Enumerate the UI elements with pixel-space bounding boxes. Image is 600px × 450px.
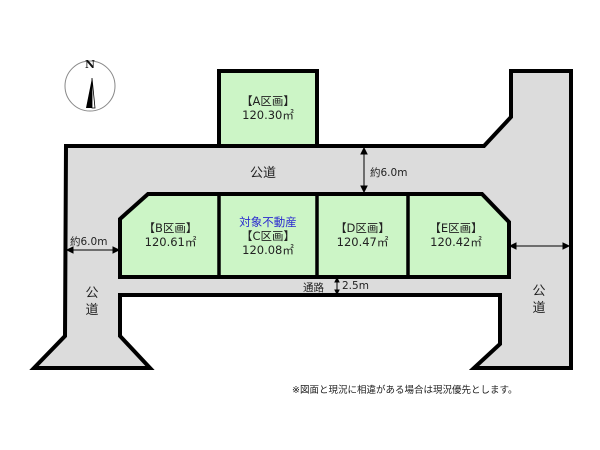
lot-area: 120.08㎡ <box>242 243 294 257</box>
lot-a-shape[interactable] <box>217 69 319 148</box>
top-road-label: 公道 <box>249 166 276 181</box>
passage-label: 通路 <box>303 282 324 294</box>
lot-area: 120.47㎡ <box>336 235 389 249</box>
lot-area: 120.30㎡ <box>242 108 294 122</box>
left-road-width-arrow <box>65 246 121 254</box>
lot-area: 120.42㎡ <box>430 235 482 249</box>
lot-area: 120.61㎡ <box>144 235 197 249</box>
lot-c-label[interactable]: 対象不動産 【C区画】 120.08㎡ <box>219 215 317 257</box>
lot-title: 【D区画】 <box>335 221 390 235</box>
left-road-label: 公道 <box>85 286 99 318</box>
top-road-width-label: 約6.0m <box>370 167 408 179</box>
passage-width-arrow <box>334 276 340 296</box>
north-arrow-icon <box>64 60 116 112</box>
left-road-width-label: 約6.0m <box>70 236 108 248</box>
lot-title: 【B区画】 <box>143 221 198 235</box>
lot-b-label[interactable]: 【B区画】 120.61㎡ <box>122 221 219 249</box>
lot-title: 【A区画】 <box>241 94 295 108</box>
right-road-label: 公道 <box>532 284 546 316</box>
lot-title: 【E区画】 <box>429 221 483 235</box>
compass: N <box>62 56 118 112</box>
right-road-width-arrow <box>508 242 571 250</box>
disclaimer-note: ※図面と現況に相違がある場合は現況優先とします。 <box>292 385 518 396</box>
lot-d-label[interactable]: 【D区画】 120.47㎡ <box>317 221 408 249</box>
lot-a-label[interactable]: 【A区画】 120.30㎡ <box>219 94 317 122</box>
top-road-width-arrow <box>360 146 368 194</box>
lot-e-label[interactable]: 【E区画】 120.42㎡ <box>408 221 504 249</box>
target-property-tag: 対象不動産 <box>239 215 297 229</box>
north-label: N <box>84 58 96 71</box>
lot-title: 【C区画】 <box>240 229 296 243</box>
passage-width-label: 2.5m <box>342 280 369 292</box>
